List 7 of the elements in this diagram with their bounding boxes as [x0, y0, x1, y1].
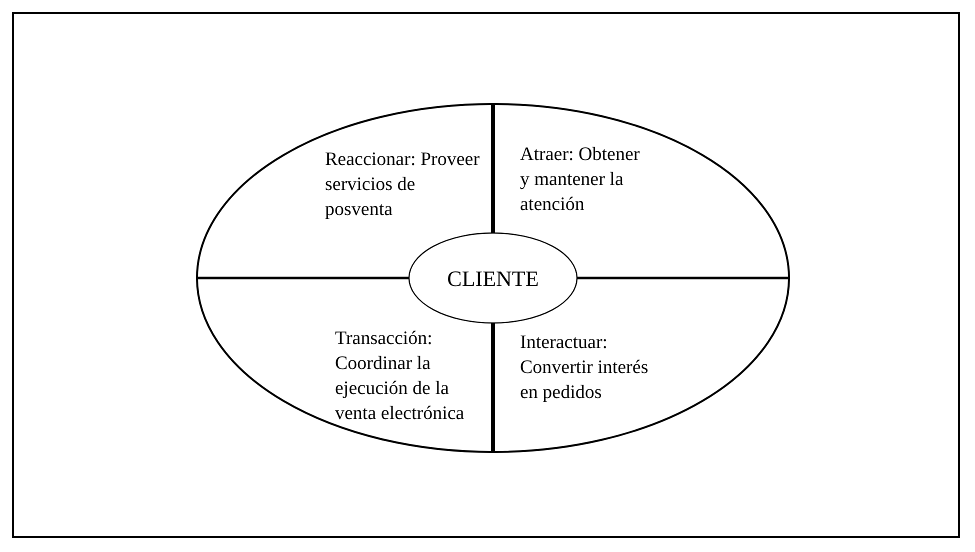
center-label: CLIENTE [447, 266, 539, 290]
quadrant-text: Atraer: Obtener y mantener la atención [520, 142, 640, 217]
quadrant-text: Transacción: Coordinar la ejecución de la venta electrónica [335, 326, 485, 426]
outer-ellipse [195, 102, 791, 454]
quadrant-text: Reaccionar: Proveer servicios de posventa [325, 147, 485, 222]
quadrant-text: Interactuar: Convertir interés en pedidos [520, 330, 650, 405]
center-ellipse [408, 232, 578, 324]
